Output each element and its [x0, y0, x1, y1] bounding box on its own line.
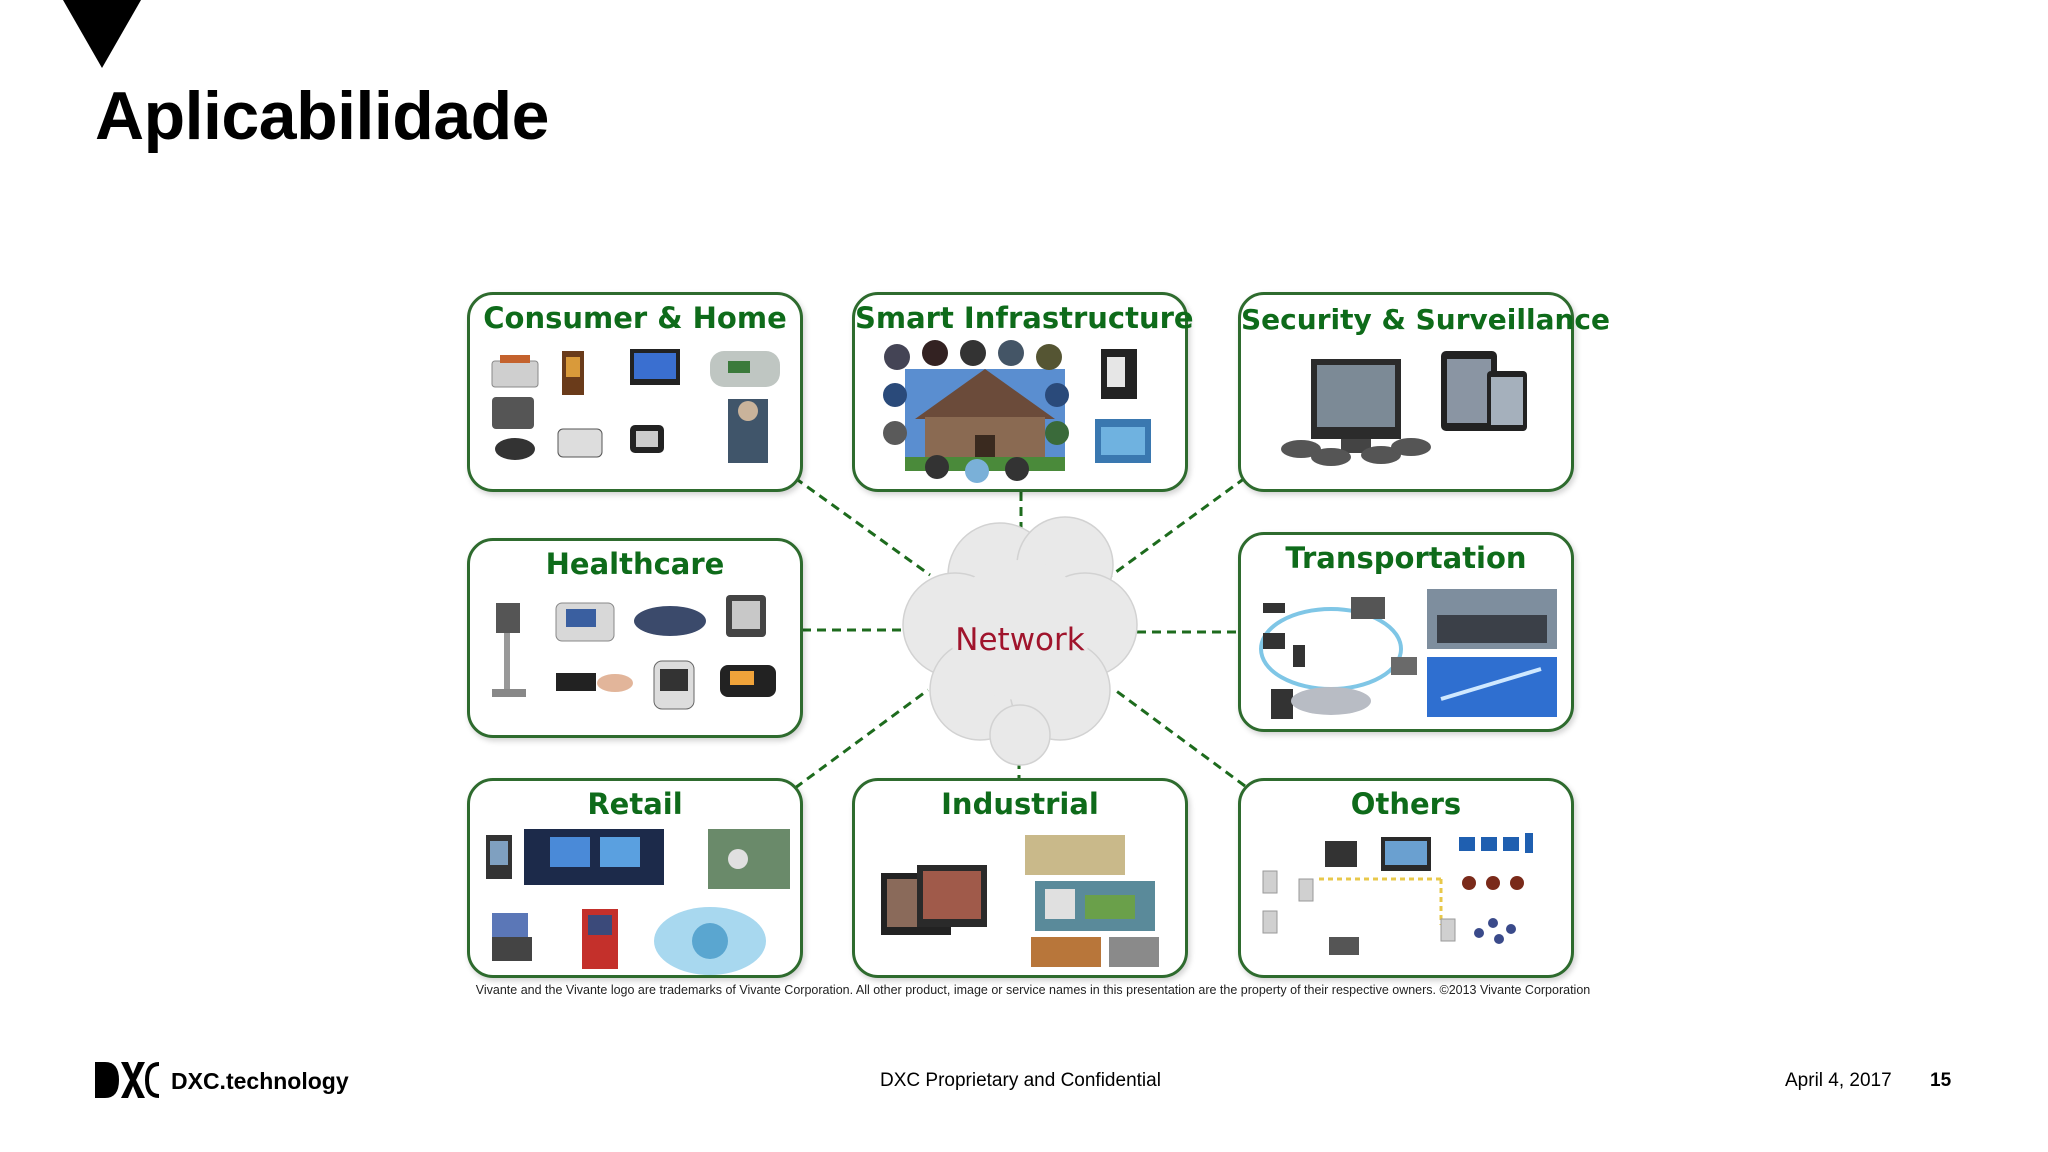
healthcare-devices-image [492, 595, 776, 710]
dxc-logo-icon [95, 1062, 159, 1098]
connector-retail [794, 688, 929, 790]
slide-title: Aplicabilidade [95, 78, 550, 154]
panel-title-others: Others [1350, 787, 1462, 821]
panel-title-healthcare: Healthcare [545, 547, 725, 581]
surveillance-image [1281, 351, 1527, 466]
panel-title-transportation: Transportation [1285, 541, 1527, 575]
panel-title-retail: Retail [587, 787, 683, 821]
network-label: Network [955, 622, 1085, 658]
corner-triangle-mark [63, 0, 141, 68]
panel-retail: Retail [467, 778, 803, 978]
footer-brand: DXC.technology [171, 1068, 349, 1094]
panel-others: Others [1238, 778, 1574, 978]
panel-smart-infrastructure: Smart Infrastructure [852, 292, 1194, 492]
connector-security [1104, 476, 1246, 582]
network-cloud [902, 516, 1138, 766]
smart-home-image [883, 340, 1151, 483]
panel-title-security-surveillance: Security & Surveillance [1241, 303, 1611, 336]
panel-title-industrial: Industrial [941, 787, 1099, 821]
page-number: 15 [1930, 1070, 1952, 1091]
footer-date: April 4, 2017 [1785, 1070, 1892, 1091]
connector-consumer-home [794, 476, 931, 577]
panel-title-consumer-home: Consumer & Home [483, 301, 787, 335]
panel-transportation: Transportation [1238, 532, 1574, 732]
consumer-devices-image [491, 349, 780, 463]
trademark-credit: Vivante and the Vivante logo are tradema… [475, 983, 1591, 997]
retail-image [486, 829, 790, 975]
transportation-image [1259, 589, 1557, 719]
panel-healthcare: Healthcare [467, 538, 803, 738]
others-network-image [1262, 833, 1533, 955]
footer-confidential: DXC Proprietary and Confidential [880, 1070, 1161, 1091]
panel-security-surveillance: Security & Surveillance [1238, 292, 1611, 492]
panel-title-smart-infrastructure: Smart Infrastructure [855, 301, 1194, 335]
panel-consumer-home: Consumer & Home [467, 292, 803, 492]
connector-others [1114, 688, 1246, 788]
industrial-image [881, 835, 1159, 967]
panel-industrial: Industrial [852, 778, 1188, 978]
